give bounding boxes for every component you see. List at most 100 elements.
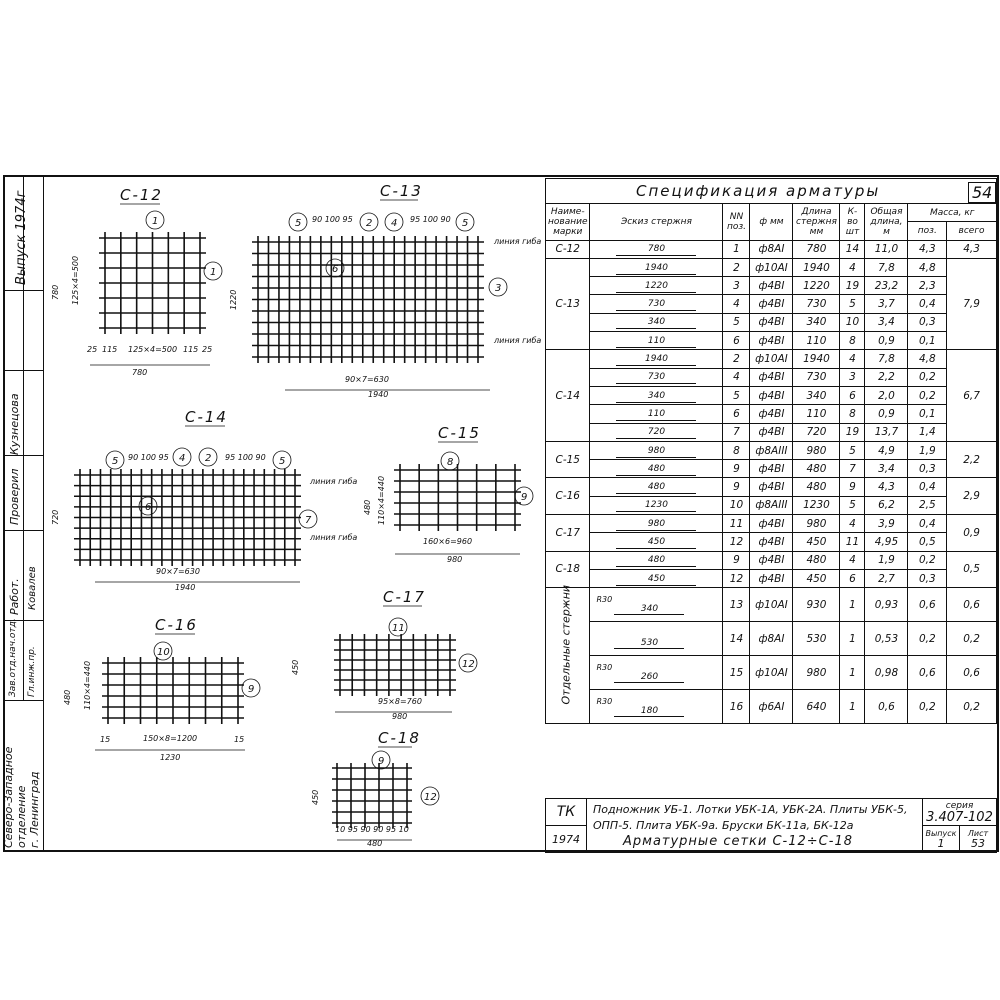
issue-label: Выпуск bbox=[925, 829, 957, 838]
c12-title: С-12 bbox=[120, 186, 163, 204]
spec-mp: 4,8 bbox=[907, 349, 948, 369]
c15-title: С-15 bbox=[438, 424, 481, 442]
spec-qty: 5 bbox=[839, 294, 866, 314]
svg-text:1220: 1220 bbox=[229, 290, 238, 310]
svg-text:1230: 1230 bbox=[160, 753, 180, 762]
spec-mp: 2,5 bbox=[907, 495, 948, 516]
c16-title: С-16 bbox=[155, 616, 198, 634]
spec-pos: 5 bbox=[722, 385, 751, 406]
sheet-number: 53 bbox=[971, 837, 985, 850]
spec-tl: 7,8 bbox=[864, 257, 909, 278]
svg-text:450: 450 bbox=[311, 790, 320, 805]
spec-title: Спецификация арматуры bbox=[545, 178, 997, 204]
spec-sketch: 450 bbox=[589, 532, 724, 552]
spec-pos: 7 bbox=[722, 422, 751, 442]
spec-mass-total: 7,9 bbox=[946, 257, 997, 351]
mesh-c16: С-16 10 9 150×8=1200 1230 15 15 480 110×… bbox=[63, 616, 261, 762]
svg-text:9: 9 bbox=[248, 684, 254, 695]
spec-tl: 4,3 bbox=[864, 477, 909, 497]
spec-dia: ф10АI bbox=[749, 655, 794, 691]
spec-pos: 2 bbox=[722, 257, 751, 278]
spec-len: 1940 bbox=[792, 257, 841, 278]
spec-sketch: 1230 bbox=[589, 495, 724, 516]
spec-mass-total: 2,2 bbox=[946, 440, 997, 479]
hdr-mass: Масса, кг bbox=[907, 202, 997, 223]
svg-text:5: 5 bbox=[462, 218, 468, 229]
svg-text:6: 6 bbox=[332, 264, 338, 275]
spec-ma: 0,2 bbox=[946, 689, 997, 725]
spec-qty: 6 bbox=[839, 568, 866, 589]
svg-text:720: 720 bbox=[51, 510, 60, 525]
svg-text:90×7=630: 90×7=630 bbox=[156, 567, 200, 576]
spec-mp: 0,1 bbox=[907, 404, 948, 424]
c14-title: С-14 bbox=[185, 408, 228, 426]
mesh-c12: С-12 1 1 125×4=500 780 25 115 115 25 780… bbox=[51, 186, 223, 377]
spec-qty: 11 bbox=[839, 532, 866, 552]
spec-separate-label: Отдельные стержни bbox=[544, 585, 591, 725]
svg-text:780: 780 bbox=[132, 368, 147, 377]
spec-len: 730 bbox=[792, 294, 841, 314]
spec-tl: 3,7 bbox=[864, 294, 909, 314]
spec-qty: 8 bbox=[839, 404, 866, 424]
svg-text:2: 2 bbox=[205, 453, 211, 464]
spec-qty: 9 bbox=[839, 477, 866, 497]
spec-mp: 0,2 bbox=[907, 689, 948, 725]
svg-text:150×8=1200: 150×8=1200 bbox=[143, 734, 197, 743]
spec-dia: ф10АI bbox=[749, 257, 794, 278]
hdr-total-len: Общая длина, м bbox=[864, 203, 909, 241]
spec-pos: 1 bbox=[722, 239, 751, 259]
svg-text:12: 12 bbox=[462, 659, 475, 670]
spec-tl: 11,0 bbox=[864, 239, 909, 259]
rebar-specification: Спецификация арматуры Наиме-нование марк… bbox=[544, 178, 997, 725]
spec-dia: ф10АI bbox=[749, 587, 794, 623]
spec-mp: 1,9 bbox=[907, 440, 948, 461]
svg-text:линия гиба: линия гиба bbox=[309, 533, 357, 542]
spec-mass-total: 0,5 bbox=[946, 550, 997, 589]
spec-pos: 4 bbox=[722, 294, 751, 314]
svg-text:95 100 90: 95 100 90 bbox=[225, 453, 266, 462]
spec-tl: 3,4 bbox=[864, 459, 909, 479]
svg-text:2: 2 bbox=[366, 218, 372, 229]
spec-qty: 19 bbox=[839, 422, 866, 442]
spec-len: 110 bbox=[792, 331, 841, 351]
svg-text:1940: 1940 bbox=[368, 390, 388, 399]
spec-qty: 14 bbox=[839, 239, 866, 259]
spec-len: 980 bbox=[792, 440, 841, 461]
spec-tl: 2,0 bbox=[864, 385, 909, 406]
svg-text:780: 780 bbox=[51, 285, 60, 300]
title-line-1: Подножник УБ-1. Лотки УБК-1А, УБК-2А. Пл… bbox=[593, 802, 908, 816]
spec-ma: 0,6 bbox=[946, 655, 997, 691]
spec-ma: 0,6 bbox=[946, 587, 997, 623]
spec-mark: С-14 bbox=[544, 349, 591, 442]
spec-qty: 1 bbox=[839, 621, 866, 657]
spec-mp: 0,2 bbox=[907, 385, 948, 406]
spec-dia: ф4ВI bbox=[749, 568, 794, 589]
spec-qty: 5 bbox=[839, 440, 866, 461]
spec-tl: 0,53 bbox=[864, 621, 909, 657]
spec-tl: 3,9 bbox=[864, 514, 909, 534]
spec-sketch: 720 bbox=[589, 422, 724, 442]
spec-dia: ф10АI bbox=[749, 349, 794, 369]
spec-sketch: 980 bbox=[589, 440, 724, 461]
spec-dia: ф6АI bbox=[749, 689, 794, 725]
spec-len: 1220 bbox=[792, 276, 841, 296]
hdr-dia: ф мм bbox=[749, 203, 794, 241]
spec-len: 930 bbox=[792, 587, 841, 623]
mesh-c14: С-14 5 4 2 5 6 7 90 100 95 95 100 90 90×… bbox=[51, 408, 357, 592]
spec-dia: ф4ВI bbox=[749, 514, 794, 534]
svg-text:25: 25 bbox=[202, 345, 212, 354]
svg-text:480: 480 bbox=[63, 690, 72, 705]
svg-text:11: 11 bbox=[392, 623, 405, 634]
spec-sketch: 730 bbox=[589, 367, 724, 387]
spec-dia: ф8АI bbox=[749, 239, 794, 259]
svg-text:12: 12 bbox=[424, 792, 437, 803]
spec-mp: 0,6 bbox=[907, 655, 948, 691]
spec-qty: 4 bbox=[839, 257, 866, 278]
hdr-len: Длина стержня мм bbox=[792, 203, 841, 241]
